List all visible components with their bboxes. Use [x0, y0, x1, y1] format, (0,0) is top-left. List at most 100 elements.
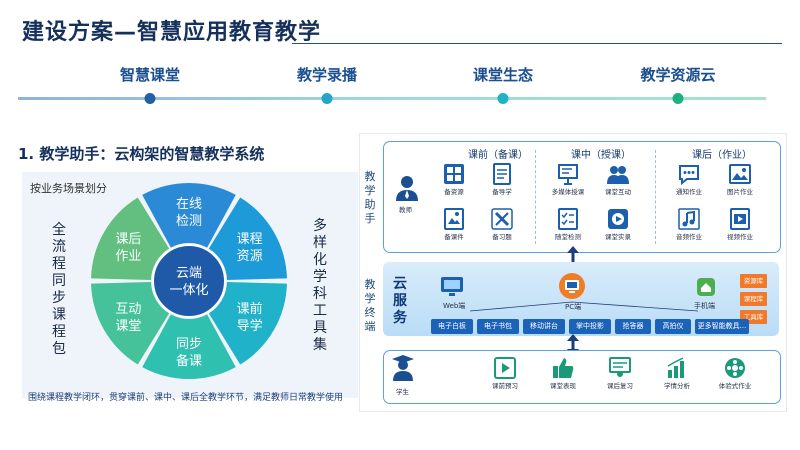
- timeline-label-ecology[interactable]: 课堂生态: [472, 66, 534, 84]
- terminal-label: 课前预习: [492, 382, 518, 390]
- ring-segment[interactable]: [208, 197, 287, 281]
- picture-icon: [729, 164, 751, 184]
- chat-bubble-icon: [679, 165, 699, 185]
- ring-segment-label: 同步: [176, 337, 202, 352]
- teacher-label: 教师: [399, 206, 412, 214]
- column-title-after-class: 课后（作业）: [692, 150, 752, 161]
- feature-class-recording[interactable]: 课堂实录: [599, 208, 637, 241]
- ring-segment[interactable]: [208, 281, 287, 365]
- thumbs-up-icon: [553, 358, 574, 378]
- ring-segment-label: 课堂: [115, 319, 141, 334]
- feature-label: 音频作业: [676, 233, 702, 241]
- timeline-dot[interactable]: [144, 93, 156, 104]
- cloud-service-label: 云服务: [393, 276, 407, 326]
- ring-segment[interactable]: [142, 314, 236, 379]
- student-icon: [392, 355, 414, 381]
- mobile-label: 手机端: [694, 302, 715, 310]
- web-label: Web端: [443, 302, 466, 310]
- ring-segment[interactable]: [91, 281, 170, 365]
- presentation-board-icon: [558, 164, 578, 185]
- feature-label: 视频作业: [727, 233, 753, 241]
- film-reel-icon: [725, 358, 745, 378]
- title-underline: [292, 43, 782, 44]
- terminal-label: 体验式作业: [718, 382, 752, 390]
- timeline-track: [18, 97, 766, 100]
- feature-multimedia-teaching[interactable]: 多媒体授课: [549, 163, 587, 196]
- feature-label: 课堂实录: [605, 233, 631, 241]
- image-file-icon: [444, 208, 464, 230]
- feature-class-interaction[interactable]: 课堂互动: [599, 163, 637, 196]
- pc-client-icon[interactable]: [558, 272, 586, 300]
- column-divider: [655, 150, 656, 244]
- feature-notice-homework[interactable]: 通知作业: [670, 163, 708, 196]
- ring-segment-label: 导学: [237, 318, 263, 334]
- tool-buzzer[interactable]: 抢答器: [615, 319, 651, 334]
- ring-segment-label: 互动: [115, 302, 141, 317]
- assistant-side-label: 教学助手: [364, 170, 376, 225]
- play-icon: [494, 357, 516, 379]
- ring-segment[interactable]: [91, 197, 170, 281]
- feature-video-homework[interactable]: 视频作业: [721, 208, 759, 241]
- feature-label: 课堂互动: [605, 188, 631, 196]
- tag-resource-library[interactable]: 资源库: [740, 274, 767, 288]
- tag-course-library[interactable]: 课程库: [740, 292, 767, 306]
- timeline-dot[interactable]: [672, 93, 684, 104]
- video-file-icon: [730, 208, 750, 230]
- feature-image-homework[interactable]: 图片作业: [721, 163, 759, 196]
- timeline-dot[interactable]: [497, 93, 509, 104]
- tool-mobile-podium[interactable]: 移动讲台: [523, 319, 565, 334]
- timeline-label-smart-classroom[interactable]: 智慧课堂: [119, 66, 181, 84]
- bar-chart-icon: [667, 357, 684, 378]
- section-title: 1. 教学助手：云构架的智慧教学系统: [18, 145, 265, 163]
- ring-segment[interactable]: [142, 183, 236, 248]
- terminal-label: 课堂表现: [550, 382, 576, 390]
- ring-segment-label: 课前: [237, 301, 263, 317]
- teacher-icon: [396, 176, 418, 201]
- feature-prepare-slides[interactable]: 备课件: [435, 208, 473, 241]
- ring-segment-label: 资源: [237, 249, 263, 264]
- feature-label: 通知作业: [676, 188, 702, 196]
- left-diagram-footer: 围绕课程教学闭环，贯穿课前、课中、课后全教学环节，满足教师日常教学使用: [28, 393, 344, 403]
- terminal-experiential-homework[interactable]: 体验式作业: [716, 357, 754, 390]
- pc-label: PC端: [565, 303, 582, 311]
- feature-label: 备资源: [444, 188, 464, 196]
- video-record-icon: [608, 209, 628, 229]
- mobile-icon[interactable]: [696, 277, 716, 297]
- feature-quiz[interactable]: 随堂检测: [549, 208, 587, 241]
- monitor-web-icon: [441, 277, 463, 296]
- terminal-label: 课后复习: [607, 382, 633, 390]
- checklist-icon: [558, 208, 578, 230]
- feature-label: 备课件: [444, 233, 464, 241]
- column-title-in-class: 课中（授课）: [571, 150, 631, 161]
- timeline-dot[interactable]: [321, 93, 333, 104]
- student-label: 学生: [396, 388, 409, 396]
- timeline-label-recording[interactable]: 教学录播: [296, 66, 358, 84]
- terminal-class-performance[interactable]: 课堂表现: [544, 357, 582, 390]
- connector-lines: [470, 301, 699, 312]
- tool-document-camera[interactable]: 高拍仪: [655, 319, 691, 334]
- ring-segment-label: 作业: [115, 249, 141, 264]
- document-icon: [493, 163, 511, 185]
- terminal-learning-analysis[interactable]: 学情分析: [658, 357, 696, 390]
- feature-label: 备习题: [492, 233, 512, 241]
- review-board-icon: [609, 357, 631, 377]
- feature-label: 图片作业: [727, 188, 753, 196]
- grid-icon: [444, 164, 464, 184]
- terminal-review[interactable]: 课后复习: [601, 357, 639, 390]
- ring-segment-label: 备课: [176, 353, 202, 369]
- feature-prepare-resources[interactable]: 备资源: [435, 163, 473, 196]
- timeline-label-resource-cloud[interactable]: 教学资源云: [640, 66, 716, 84]
- ring-center-line1: 云端: [176, 266, 202, 281]
- feature-prepare-exercises[interactable]: 备习题: [483, 208, 521, 241]
- music-note-icon: [678, 208, 700, 230]
- tool-e-schoolbag[interactable]: 电子书包: [477, 319, 519, 334]
- tool-whiteboard[interactable]: 电子白板: [431, 319, 473, 334]
- terminal-side-label: 教学终端: [364, 278, 376, 333]
- terminal-preview[interactable]: 课前预习: [486, 357, 524, 390]
- feature-prepare-guide[interactable]: 备导学: [483, 163, 521, 196]
- feature-audio-homework[interactable]: 音频作业: [670, 208, 708, 241]
- tool-palm-projection[interactable]: 掌中投影: [569, 319, 611, 334]
- ring-center-circle: [152, 244, 226, 318]
- tool-more[interactable]: 更多智能教具...: [695, 319, 749, 334]
